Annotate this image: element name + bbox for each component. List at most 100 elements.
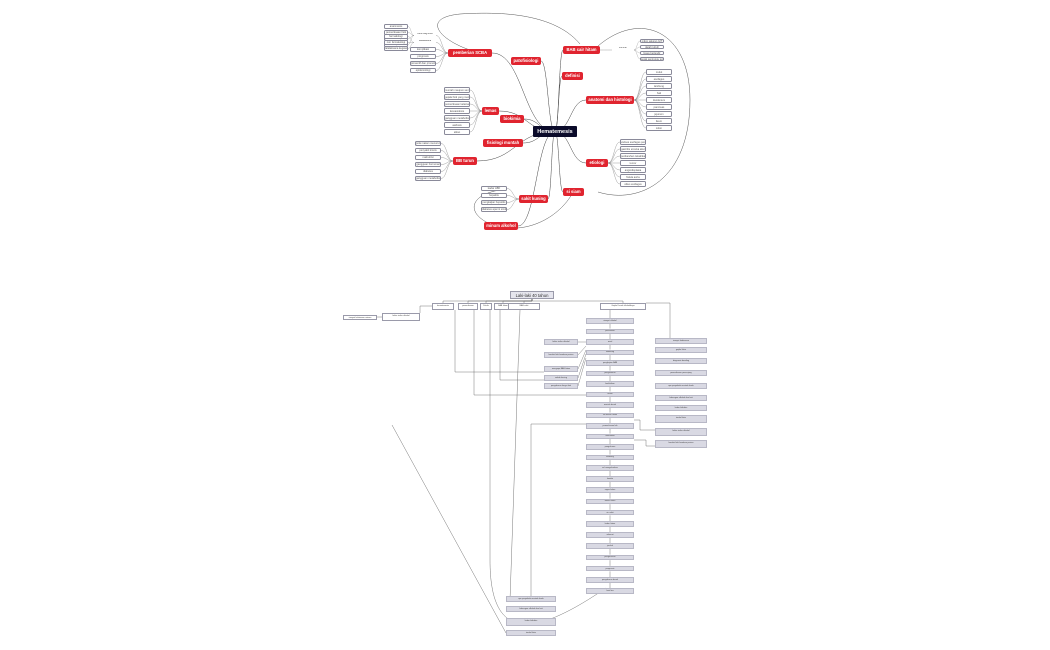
sub-jejunum[interactable]: jejunum	[646, 111, 672, 117]
flow-right-9[interactable]: kondisi fisik keadaan pasien	[655, 440, 707, 448]
sub-gangguan-metabolisme[interactable]: gangguan metabolisme	[415, 175, 441, 182]
sub-tumor[interactable]: tumor	[620, 160, 646, 166]
flow-node-14[interactable]: muntah darah	[586, 402, 634, 408]
sub-aliran[interactable]: aliran	[444, 129, 470, 135]
flow-node-27[interactable]: jumlah	[586, 543, 634, 549]
flow-bottom-left-3[interactable]: tanda klinis	[506, 630, 556, 636]
flow-node-8[interactable]: mual	[586, 339, 634, 345]
flow-node-24[interactable]: air sakit	[586, 509, 634, 516]
flow-right-2[interactable]: diagnosis banding	[655, 358, 707, 364]
flow-node-17[interactable]: hematokrit	[586, 433, 634, 440]
flow-node-top-1[interactable]: pemeriksaan	[458, 303, 478, 310]
flow-left-3[interactable]: sebab kuning	[544, 375, 578, 381]
sub-diabetes[interactable]: diabetes	[415, 168, 441, 175]
sub-lambung[interactable]: lambung	[646, 83, 672, 89]
flow-right-1[interactable]: gejala klinis	[655, 347, 707, 353]
sub-epidemiologi[interactable]: epidemiologi	[410, 67, 436, 74]
sub-gangguan-metabolisme[interactable]: gangguan metabolisme	[444, 115, 470, 121]
branch-anatomi-dan-histologi[interactable]: anatomi dan histologi	[586, 96, 634, 104]
sub-esofagus[interactable]: esofagus	[646, 76, 672, 82]
flow-right-5[interactable]: hubungan alkohol dan hati	[655, 395, 707, 401]
sub-prognosis[interactable]: prognosis	[410, 53, 436, 60]
sub-colon[interactable]: colon	[646, 125, 672, 131]
flow-node-6[interactable]: riwayat alkohol	[586, 318, 634, 324]
sub-diabetes-apa-ini-sindrom[interactable]: diabetes apa ini sindrom	[481, 206, 507, 213]
branch-si-siam[interactable]: si siam	[563, 188, 584, 196]
sub-komplikasi[interactable]: komplikasi	[410, 46, 436, 53]
sub-pemeriksaan-kelainan-sebesar-lemas[interactable]: pemeriksaan kelainan sebesar lemas	[444, 101, 470, 107]
sub-asidosis[interactable]: asidosis	[444, 122, 470, 128]
sub-hepatitis[interactable]: hepatitis	[481, 192, 507, 199]
flow-right-0[interactable]: riwayat kebiasaan	[655, 338, 707, 344]
sub-mulut[interactable]: mulut	[646, 69, 672, 75]
sub-gangguan-hormonal[interactable]: gangguan hormonal	[415, 161, 441, 168]
flow-node-12[interactable]: berlebihan	[586, 381, 634, 387]
flow-left-2[interactable]: mengapa BAB hitam	[544, 366, 578, 372]
flow-node-15[interactable]: sel merah hitam	[586, 412, 634, 419]
sub-sumber[interactable]: sumber	[619, 47, 627, 50]
flow-node-19[interactable]: lambung	[586, 454, 634, 461]
branch-fisiologi-muntah[interactable]: fisiologi muntah	[483, 139, 523, 147]
flow-node-20[interactable]: sel mengeluarkan	[586, 465, 634, 471]
sub-gastritis-erosiva-akut[interactable]: gastritis erosiva akut	[620, 146, 646, 152]
flow-node-28[interactable]: pengecekan	[586, 554, 634, 561]
branch-biokimia[interactable]: biokimia	[500, 115, 524, 123]
leaf-farmakologi[interactable]: farmakologi	[384, 34, 408, 39]
flow-node-top-2[interactable]: Ditulis	[480, 303, 492, 310]
flowchart-title[interactable]: Laki-laki 40 tahun	[510, 291, 554, 299]
branch-bab-cair-hitam[interactable]: BAB cair hitam	[563, 46, 600, 54]
sub-angiodisplasia[interactable]: angiodisplasia	[620, 167, 646, 173]
flow-node-18[interactable]: pengukuran	[586, 444, 634, 450]
flow-right-3[interactable]: pemeriksaan penunjang	[655, 370, 707, 376]
branch-minum-alkohol[interactable]: minum alkohol	[484, 222, 518, 230]
flow-node-top-4[interactable]: BAB sakit	[508, 303, 540, 310]
flow-node-16[interactable]: pemeriksaan lab	[586, 423, 634, 429]
sub-pola-makan-menurun[interactable]: pola makan menurun	[415, 140, 441, 147]
sub-gejala-fisik-yang-menyertai[interactable]: gejala fisik yang menyertai	[444, 94, 470, 100]
flow-left-0[interactable]: faktor risiko alkohol	[544, 339, 578, 345]
sub-pancreas[interactable]: pancreas	[646, 104, 672, 110]
leaf-darah-tubuh[interactable]: darah tubuh	[640, 44, 664, 50]
sub-cara-diagnosis[interactable]: cara diagnosis	[417, 32, 433, 35]
flow-node-9[interactable]: kembung	[586, 349, 634, 356]
leaf-sejak-seminggu-terakhir[interactable]: sejak seminggu terakhir	[640, 56, 664, 62]
flow-right-7[interactable]: tanda klinis	[655, 415, 707, 423]
branch-patofisiologi[interactable]: patofisiologi	[511, 57, 541, 65]
branch-definisi[interactable]: definisi	[562, 72, 583, 80]
flow-node-29[interactable]: prognosis	[586, 565, 634, 572]
branch-lemas[interactable]: lemas	[482, 107, 499, 115]
sub-fistula-aorta[interactable]: fistula aorta	[620, 174, 646, 180]
sub-kadar-hbf[interactable]: kadar HBF	[481, 185, 507, 192]
sub-muntah-maupun-sembuh[interactable]: muntah maupun sembuh	[444, 87, 470, 93]
flow-node-top-0[interactable]: hematemesis	[432, 303, 454, 310]
flow-far-left-note[interactable]: faktor risiko alkohol	[382, 313, 420, 321]
flow-bottom-left-2[interactable]: kadar bilirubin	[506, 618, 556, 626]
sub-varises-esofagus-pecah[interactable]: varises esofagus pecah	[620, 139, 646, 145]
leaf-non-farmakologi[interactable]: non farmakologi	[384, 40, 408, 45]
flow-node-23[interactable]: darah hitam	[586, 498, 634, 505]
flow-bottom-left-0[interactable]: apa penyebab muntah darah	[506, 596, 556, 602]
sub-ulkus-esofagus[interactable]: ulkus esofagus	[620, 181, 646, 187]
sub-pengkajian-hepatitis[interactable]: pengkajian hepatitis	[481, 199, 507, 206]
flow-node-7[interactable]: pernahkah	[586, 328, 634, 335]
branch-bb-turun[interactable]: BB turun	[453, 157, 477, 165]
sub-duodenum[interactable]: duodenum	[646, 97, 672, 103]
flow-right-8[interactable]: faktor risiko alkohol	[655, 428, 707, 436]
sub-perdarahan-tukak-kanker-peptik[interactable]: perdarahan tukak/kanker peptik	[620, 153, 646, 159]
flow-bottom-left-1[interactable]: hubungan alkohol dan hati	[506, 606, 556, 612]
branch-sakit-kuning[interactable]: sakit kuning	[519, 195, 548, 203]
sub-tatalaksana[interactable]: tatalaksana	[418, 39, 432, 42]
branch-etiologi[interactable]: etiologi	[586, 159, 608, 167]
leaf-feses-berlendir[interactable]: feses berlendir	[640, 50, 664, 56]
flow-node-31[interactable]: hasil tes	[586, 588, 634, 594]
flow-node-10[interactable]: pengkajian BAB	[586, 360, 634, 366]
sub-ketoasidosis[interactable]: ketoasidosis	[444, 108, 470, 114]
flow-node-30[interactable]: pengukuran darah	[586, 577, 634, 583]
flow-node-26[interactable]: selamat	[586, 532, 634, 538]
flow-right-4[interactable]: apa penyebab muntah darah	[655, 383, 707, 389]
sub-malnutrisi[interactable]: malnutrisi	[415, 154, 441, 161]
leaf-mikro-saluran-git[interactable]: mikro saluran GIT	[640, 38, 664, 44]
flow-right-6[interactable]: kadar bilirubin	[655, 405, 707, 411]
flow-node-13[interactable]: sesak	[586, 391, 634, 398]
flow-left-4[interactable]: pengukuran fungsi hati	[544, 383, 578, 389]
